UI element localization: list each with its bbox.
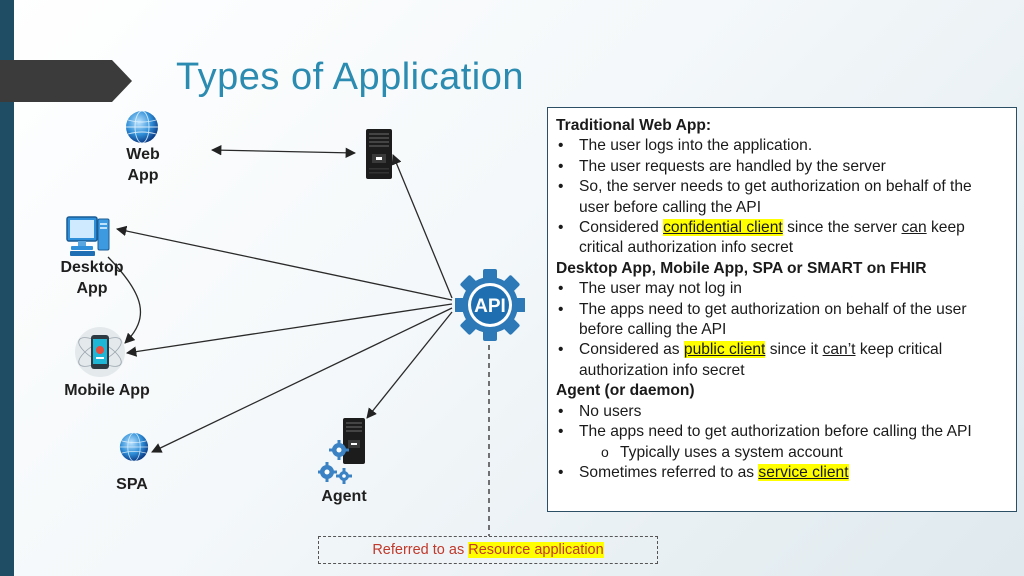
agent-label: Agent — [321, 488, 367, 505]
bullet-item: The apps need to get authorization on be… — [556, 300, 1006, 341]
arrow-api-mobile — [125, 303, 453, 357]
desktop-computer-icon — [66, 214, 110, 263]
section-title: Agent (or daemon) — [556, 382, 695, 400]
highlight-service-client: service client — [758, 463, 849, 481]
globe-icon — [119, 432, 149, 467]
arrow-desktop-mobile — [107, 256, 141, 344]
bullet-item: No users — [556, 402, 1006, 423]
api-text: API — [474, 296, 506, 317]
highlight-confidential-client: confidential client — [663, 219, 783, 237]
globe-icon — [125, 110, 159, 149]
arrow-api-agent — [366, 311, 453, 419]
bullet-item: The apps need to get authorization befor… — [556, 422, 1006, 443]
arrow-api-server — [391, 154, 453, 299]
spa-label: SPA — [116, 476, 148, 493]
arrow-api-spa — [151, 307, 453, 453]
mobile-app-label: Mobile App — [64, 382, 150, 399]
section-title: Desktop App, Mobile App, SPA or SMART on… — [556, 259, 927, 277]
arrow-webapp-server — [210, 144, 357, 159]
server-icon — [364, 128, 394, 185]
highlight-public-client: public client — [683, 341, 766, 359]
resource-application-note: Referred to as Resource application — [318, 536, 658, 564]
bullet-item: The user requests are handled by the ser… — [556, 157, 1006, 178]
bullet-item: So, the server needs to get authorizatio… — [556, 177, 1006, 218]
bullet-item: Considered confidential client since the… — [556, 218, 1006, 259]
left-accent-stripe — [0, 0, 14, 576]
sub-bullet-item: Typically uses a system account — [556, 441, 1006, 463]
server-gears-icon — [317, 416, 370, 491]
slide-title: Types of Application — [176, 56, 524, 98]
arrow-api-desktop — [115, 225, 453, 301]
highlight-resource-application: Resource application — [468, 542, 604, 558]
bullet-item: Considered as public client since it can… — [556, 340, 1006, 381]
bullet-item: The user may not log in — [556, 279, 1006, 300]
mobile-phone-icon — [74, 326, 126, 383]
bullet-item: The user logs into the application. — [556, 136, 1006, 157]
info-panel: Traditional Web App: The user logs into … — [547, 107, 1017, 512]
api-gear-icon: API — [454, 265, 526, 350]
section-title: Traditional Web App: — [556, 117, 712, 134]
title-arrow-tab — [0, 60, 132, 102]
bullet-item: Sometimes referred to as service client — [556, 463, 1006, 484]
